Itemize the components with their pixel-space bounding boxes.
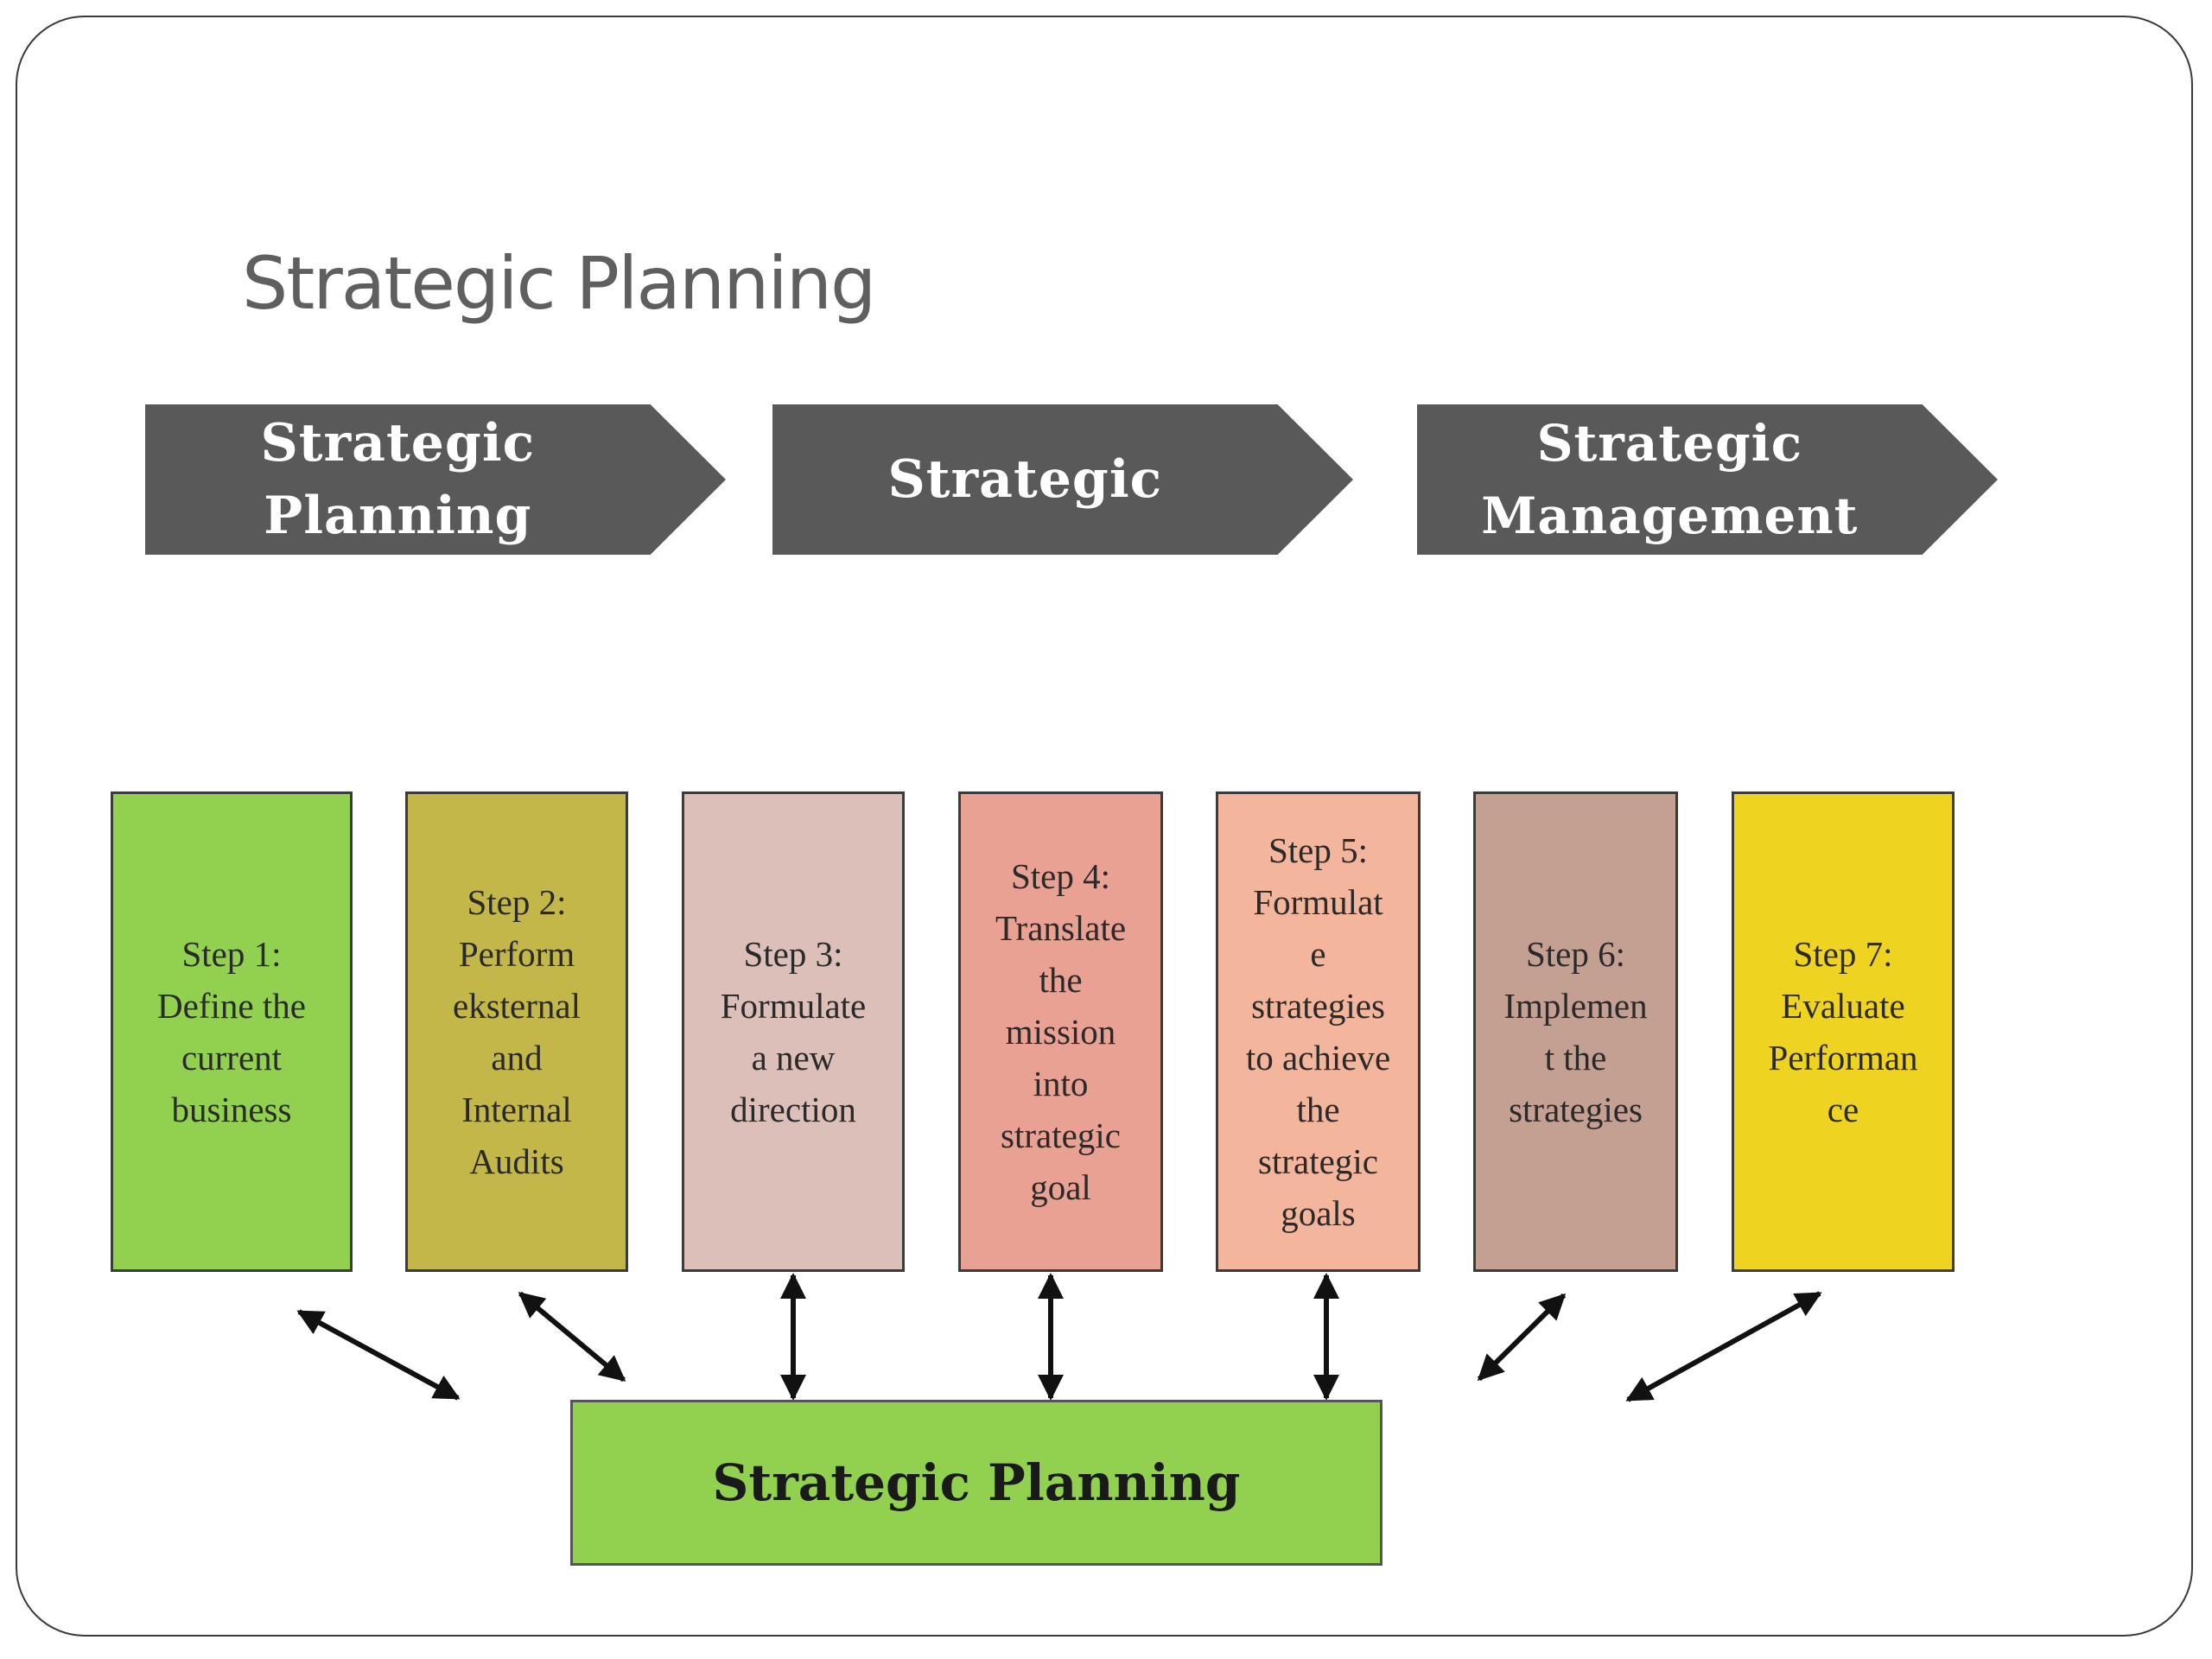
double-arrow-step-2 <box>518 1291 626 1382</box>
phase-label: Strategic Management <box>1481 414 1859 545</box>
strategic-planning-base-box: Strategic Planning <box>570 1400 1382 1566</box>
double-arrow-step-6 <box>1477 1293 1567 1382</box>
step-label: Step 7: Evaluate Performan ce <box>1768 934 1918 1129</box>
step-label: Step 2: Perform eksternal and Internal A… <box>453 882 581 1181</box>
phase-chevron-strategic-management: Strategic Management <box>1417 404 1998 555</box>
base-label: Strategic Planning <box>712 1453 1241 1512</box>
step-box-2: Step 2: Perform eksternal and Internal A… <box>405 791 628 1272</box>
step-label: Step 4: Translate the mission into strat… <box>995 856 1127 1207</box>
step-box-5: Step 5: Formulat e strategies to achieve… <box>1216 791 1421 1272</box>
page-title: Strategic Planning <box>242 241 876 326</box>
phase-label: Strategic <box>887 449 1163 510</box>
step-box-3: Step 3: Formulate a new direction <box>682 791 905 1272</box>
phase-label: Strategic Planning <box>260 413 536 546</box>
step-box-7: Step 7: Evaluate Performan ce <box>1732 791 1955 1272</box>
step-label: Step 1: Define the current business <box>157 934 306 1129</box>
step-label: Step 6: Implemen t the strategies <box>1503 934 1648 1129</box>
step-box-6: Step 6: Implemen t the strategies <box>1473 791 1678 1272</box>
double-arrow-step-7 <box>1625 1291 1822 1402</box>
step-label: Step 3: Formulate a new direction <box>720 934 867 1129</box>
step-label: Step 5: Formulat e strategies to achieve… <box>1245 830 1391 1233</box>
phase-chevron-strategic-planning: Strategic Planning <box>145 404 726 555</box>
step-box-4: Step 4: Translate the mission into strat… <box>958 791 1163 1272</box>
double-arrow-step-1 <box>296 1309 461 1401</box>
step-box-1: Step 1: Define the current business <box>111 791 353 1272</box>
phase-chevron-strategic: Strategic <box>772 404 1353 555</box>
